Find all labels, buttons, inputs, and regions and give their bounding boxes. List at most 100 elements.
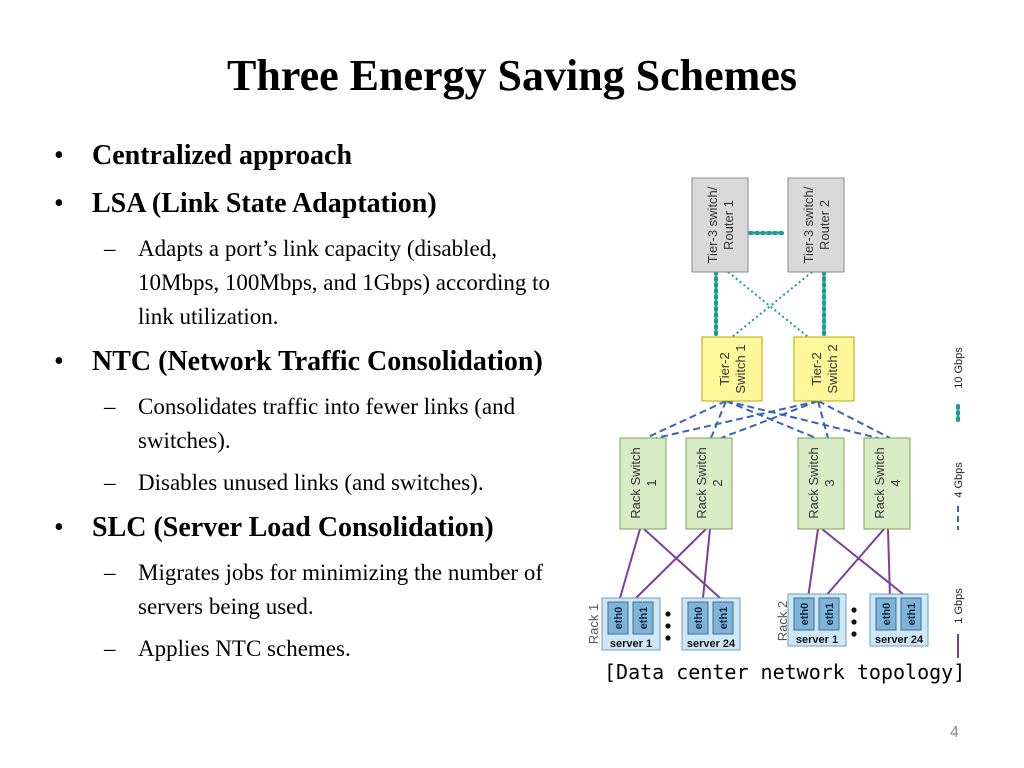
sub-bullet-text: Consolidates traffic into fewer links (a… [138,394,516,453]
link-t2-rs2 [720,400,819,439]
sub-bullet-ntc-2: – Disables unused links (and switches). [52,466,582,500]
server-label: server 24 [875,634,924,646]
bullet-text: LSA (Link State Adaptation) [92,188,437,219]
dash-icon: – [104,470,116,495]
tier3-router-2: Tier-3 switch/ Router 2 [787,177,845,273]
link-rs2-s24 [702,528,711,599]
sub-bullet-text: Adapts a port’s link capacity (disabled,… [138,236,551,329]
tier2-switch-2: Tier-2 Switch 2 [793,336,855,402]
rack-1-label: Rack 1 [586,604,601,644]
link-t1-rs4 [725,400,879,439]
bullet-dot-icon: • [54,140,64,171]
link-r2-t1 [731,271,813,338]
link-rs1-s1 [619,528,641,599]
link-rs3-s24 [821,528,909,599]
tier3-2-label-line1: Tier-3 switch/ [801,186,816,263]
rack2-dots [851,607,857,637]
link-rs4-s1 [823,528,885,599]
rack-switch-1-label-line1: Rack Switch [628,447,643,519]
dash-icon: – [104,236,116,261]
bullet-dot-icon: • [54,512,64,543]
link-t2-rs1 [655,400,819,439]
tier2-1-label-line2: Switch 1 [733,344,748,393]
rack-switch-3: Rack Switch 3 [797,437,845,530]
legend: 10 Gbps 4 Gbps 1 Gbps [953,347,965,658]
server-label: server 1 [610,638,652,650]
rack-2-label: Rack 2 [775,601,790,641]
links-4gbps [645,400,891,439]
port-eth1: eth1 [824,603,836,626]
link-t1-rs1 [645,400,727,439]
server-label: server 24 [687,638,736,650]
port-eth0: eth0 [613,607,625,630]
legend-1gbps-label: 1 Gbps [953,588,965,624]
sub-bullet-slc-2: – Applies NTC schemes. [52,632,582,666]
port-eth1: eth1 [638,607,650,630]
links-10gbps [714,231,826,339]
server-label: server 1 [796,634,838,646]
page-number: 4 [950,724,959,741]
topology-diagram: Tier-3 switch/ Router 1 Tier-3 switch/ R… [586,177,965,658]
dash-icon: – [104,394,116,419]
link-rs1-s24 [643,528,721,599]
tier2-1-label-line1: Tier-2 [717,352,732,385]
tier2-2-label-line2: Switch 2 [825,344,840,393]
rack-switch-2-label-line1: Rack Switch [694,447,709,519]
link-t2-rs3 [817,400,829,439]
tier3-router-1: Tier-3 switch/ Router 1 [691,177,749,273]
link-t2-rs4 [817,400,891,439]
bullet-centralized: • Centralized approach [52,136,582,176]
dash-icon: – [104,636,116,661]
port-eth0: eth0 [881,603,893,626]
port-eth1: eth1 [906,603,918,626]
link-r1-t2 [727,271,809,338]
link-rs3-s1 [807,528,819,599]
rack-switch-2-label-line2: 2 [710,479,725,486]
rack-switch-1: Rack Switch 1 [619,437,667,530]
tier2-2-label-line1: Tier-2 [809,352,824,385]
slide-title: Three Energy Saving Schemes [227,51,797,100]
link-t1-rs2 [710,400,727,439]
tier3-2-label-line2: Router 2 [817,200,832,250]
rack-switch-3-label-line2: 3 [822,479,837,486]
bullet-ntc: • NTC (Network Traffic Consolidation) [52,342,582,382]
links-1gbps [619,528,909,599]
sub-bullet-lsa-1: – Adapts a port’s link capacity (disable… [52,232,582,334]
bullet-slc: • SLC (Server Load Consolidation) [52,508,582,548]
rack-switch-3-label-line1: Rack Switch [806,447,821,519]
legend-4gbps-label: 4 Gbps [953,462,965,498]
port-eth0: eth0 [693,607,705,630]
rack-switch-4-label-line2: 4 [888,479,903,486]
port-eth1: eth1 [718,607,730,630]
rack-switch-4-label-line1: Rack Switch [872,447,887,519]
bullet-text: SLC (Server Load Consolidation) [92,512,494,543]
bullet-text: Centralized approach [92,140,353,171]
tier3-1-label-line2: Router 1 [721,200,736,250]
links-10gbps-cross [727,271,813,338]
sub-bullet-text: Disables unused links (and switches). [138,470,484,495]
bullet-lsa: • LSA (Link State Adaptation) [52,184,582,224]
bullet-dot-icon: • [54,188,64,219]
bullet-list: • Centralized approach • LSA (Link State… [52,136,582,674]
bullet-text: NTC (Network Traffic Consolidation) [92,346,543,377]
port-eth0: eth0 [799,603,811,626]
diagram-caption: [Data center network topology] [604,660,966,684]
sub-bullet-slc-1: – Migrates jobs for minimizing the numbe… [52,556,582,624]
legend-10gbps-label: 10 Gbps [953,347,965,389]
rack-switch-2: Rack Switch 2 [685,437,733,530]
tier3-1-label-line1: Tier-3 switch/ [705,186,720,263]
rack2-server-24: eth0 eth1 server 24 [869,593,929,647]
rack1-server-24: eth0 eth1 server 24 [681,597,741,651]
link-rs4-s24 [887,528,891,599]
rack-switch-1-label-line2: 1 [644,479,659,486]
bullet-dot-icon: • [54,346,64,377]
sub-bullet-text: Applies NTC schemes. [138,636,351,661]
tier2-switch-1: Tier-2 Switch 1 [701,336,763,402]
rack-switch-4: Rack Switch 4 [863,437,911,530]
rack1-dots [665,611,671,641]
sub-bullet-ntc-1: – Consolidates traffic into fewer links … [52,390,582,458]
sub-bullet-text: Migrates jobs for minimizing the number … [138,560,543,619]
link-rs2-s1 [635,528,707,599]
rack1-server-1: eth0 eth1 server 1 [601,597,661,651]
dash-icon: – [104,560,116,585]
